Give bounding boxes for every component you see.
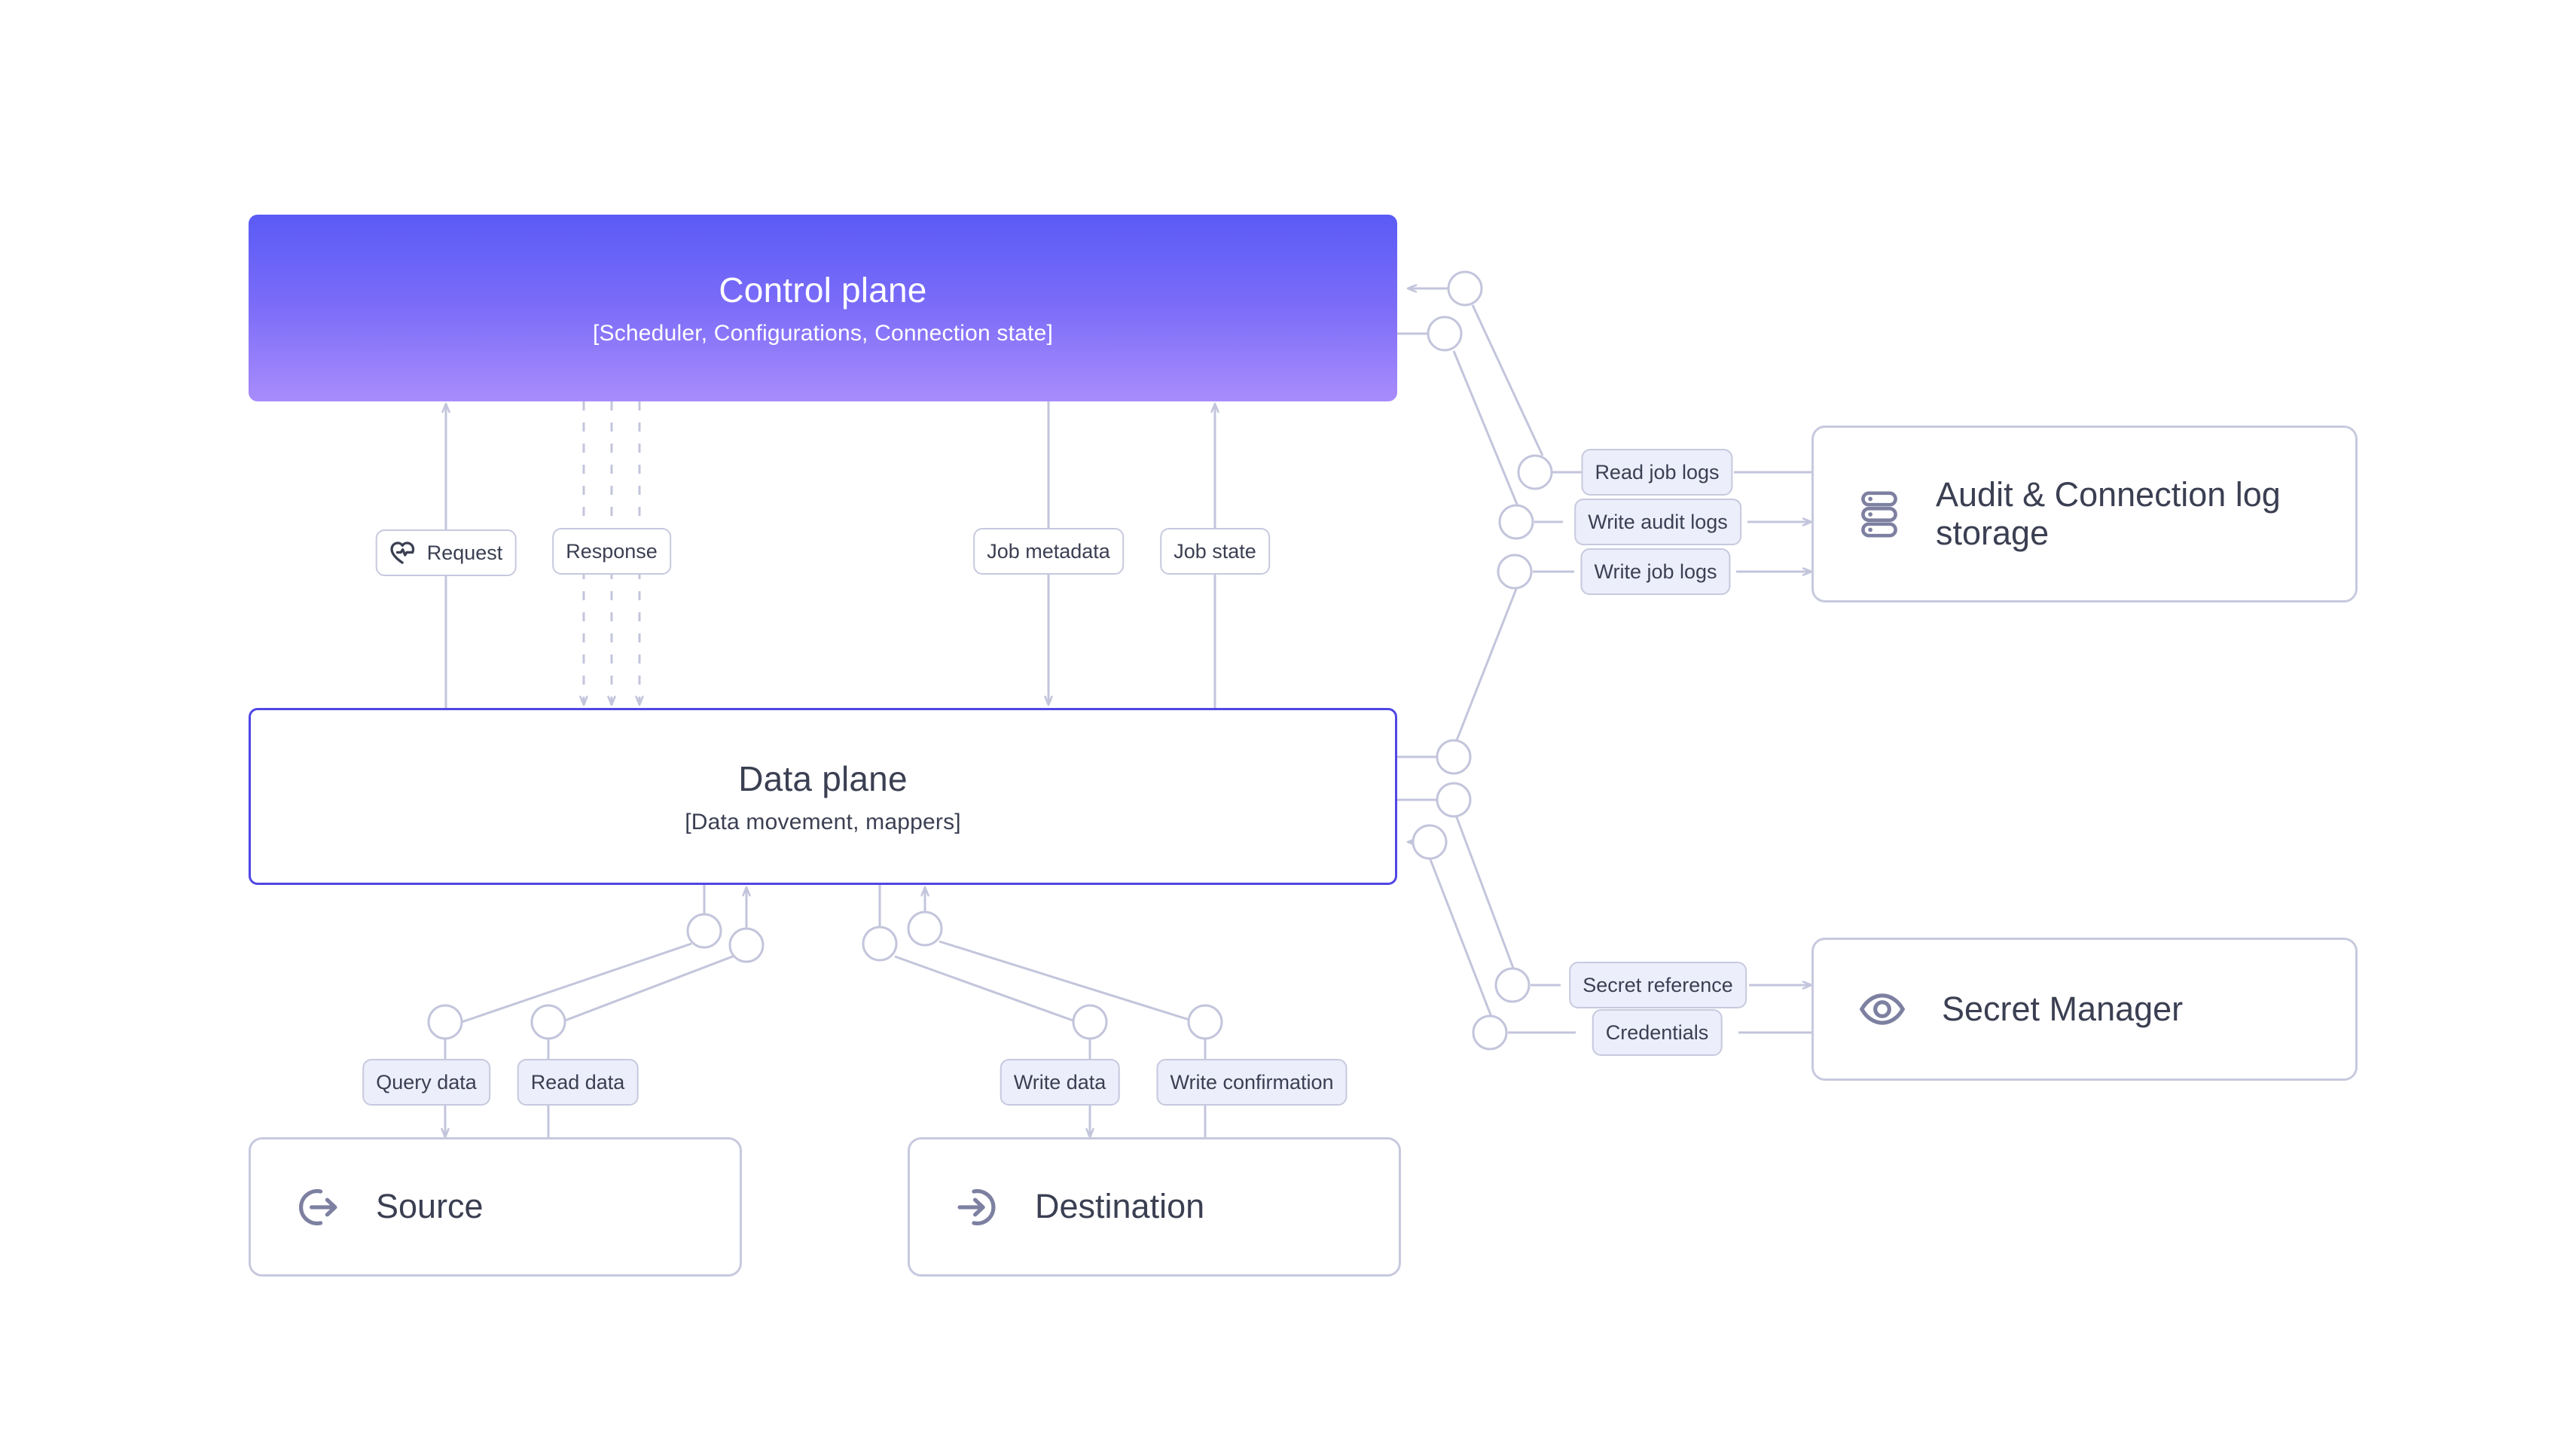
dot-dp-2 [1436,782,1472,818]
wire-dp-to-write-job-logs [1454,588,1518,745]
edge-label-job-metadata-text: Job metadata [987,539,1110,563]
wire-dp-to-credentials [1427,855,1493,1017]
edge-label-read-job-logs[interactable]: Read job logs [1581,449,1733,496]
edge-label-secret-reference[interactable]: Secret reference [1569,962,1747,1008]
edge-label-write-job-logs[interactable]: Write job logs [1580,548,1731,595]
audit-log-storage-card[interactable]: Audit & Connection log storage [1811,426,2358,602]
edge-label-read-data-text: Read data [530,1070,625,1094]
dot-query-branch [686,913,722,949]
edge-label-write-data[interactable]: Write data [1000,1059,1120,1106]
edge-label-write-confirmation[interactable]: Write confirmation [1156,1059,1348,1106]
edge-label-query-data-text: Query data [376,1070,477,1094]
dot-credentials [1472,1014,1508,1051]
dot-write-data [1072,1004,1108,1040]
dot-dp-3 [1412,824,1448,860]
heart-pulse-icon [389,540,417,566]
dot-dp-1 [1436,739,1472,775]
dot-read-branch [728,927,765,963]
wire-dp-to-secret-reference [1454,813,1515,971]
data-plane-box[interactable]: Data plane [Data movement, mappers] [249,708,1397,885]
secret-card-label: Secret Manager [1942,989,2184,1028]
dest-card-label: Destination [1035,1187,1205,1226]
edge-label-job-metadata[interactable]: Job metadata [973,528,1124,575]
edge-label-request[interactable]: Request [375,529,517,576]
edge-label-job-state-text: Job state [1174,539,1256,563]
server-stack-icon [1859,490,1900,539]
wire-cp-to-write-audit-logs [1452,350,1519,507]
dot-write-confirmation [1187,1004,1223,1040]
source-card-label: Source [376,1187,484,1226]
dot-cp-1 [1447,270,1483,307]
destination-card[interactable]: Destination [908,1137,1401,1277]
edge-label-write-job-logs-text: Write job logs [1594,560,1717,583]
wire-query-diagonal [461,942,692,1023]
edge-label-credentials[interactable]: Credentials [1592,1009,1723,1056]
edge-label-query-data[interactable]: Query data [362,1059,490,1106]
arrow-out-circle-icon [295,1184,341,1231]
dot-query-data [427,1004,463,1040]
wire-confirm-diagonal [939,940,1192,1022]
edge-label-job-state[interactable]: Job state [1160,528,1270,575]
secret-manager-card[interactable]: Secret Manager [1811,938,2358,1081]
control-plane-box[interactable]: Control plane [Scheduler, Configurations… [249,215,1397,401]
dot-write-job-logs [1497,554,1533,590]
edge-label-secret-reference-text: Secret reference [1583,973,1733,996]
edge-label-response-text: Response [566,539,658,563]
edge-label-write-data-text: Write data [1013,1070,1106,1094]
edge-label-request-text: Request [426,541,503,564]
edge-label-read-job-logs-text: Read job logs [1595,460,1720,484]
dot-write-branch [862,926,898,962]
edge-label-response[interactable]: Response [552,528,671,575]
dot-secret-reference [1494,967,1531,1003]
edge-label-read-data[interactable]: Read data [517,1059,639,1106]
edge-label-write-confirmation-text: Write confirmation [1170,1070,1334,1094]
wire-cp-to-read-job-logs [1471,304,1544,456]
eye-icon [1859,986,1906,1033]
wire-read-diagonal [560,953,737,1023]
arrow-in-circle-icon [954,1184,1000,1231]
control-plane-subtitle: [Scheduler, Configurations, Connection s… [592,321,1054,346]
dot-write-audit-logs [1498,504,1534,540]
dot-confirm-branch [907,911,943,947]
audit-card-label: Audit & Connection log storage [1936,475,2281,552]
wire-write-diagonal [894,955,1078,1023]
edge-label-credentials-text: Credentials [1605,1020,1709,1044]
control-plane-title: Control plane [719,270,927,310]
dot-read-job-logs [1517,454,1553,490]
data-plane-title: Data plane [738,758,908,798]
edge-label-write-audit-logs-text: Write audit logs [1588,510,1728,533]
data-plane-subtitle: [Data movement, mappers] [685,809,961,834]
source-card[interactable]: Source [249,1137,742,1277]
dot-read-data [530,1004,566,1040]
dot-cp-2 [1427,316,1463,352]
edge-label-write-audit-logs[interactable]: Write audit logs [1574,499,1741,545]
connector-dots [427,270,1553,1051]
